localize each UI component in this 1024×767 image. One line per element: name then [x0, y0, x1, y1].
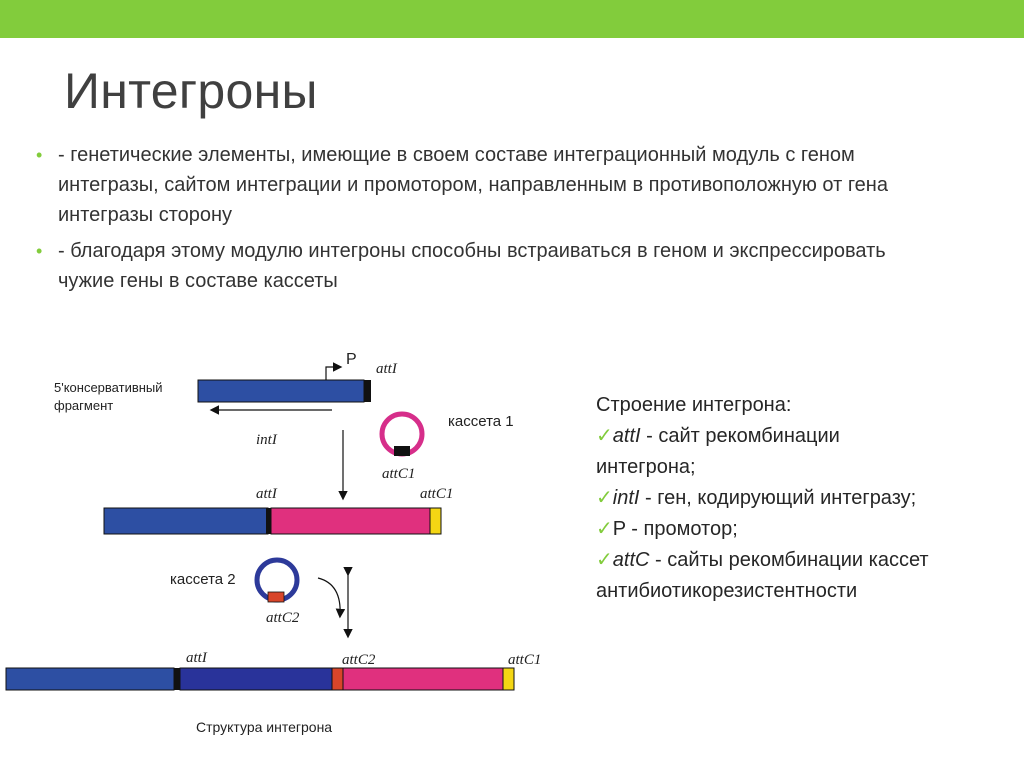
bullet-item: • - генетические элементы, имеющие в сво… [36, 140, 936, 230]
info-heading: Строение интегрона: [596, 394, 792, 416]
label-atti-row3: attI [186, 650, 208, 666]
info-term: intI [612, 487, 640, 509]
bullet-item: • - благодаря этому модулю интегроны спо… [36, 236, 936, 296]
info-item-inti: ✓intI - ген, кодирующий интегразу; [596, 483, 1016, 514]
diagram-caption: Структура интегрона [196, 719, 332, 735]
integron-structure-panel: Строение интегрона: ✓attI - сайт рекомби… [596, 390, 1016, 607]
cassette-2-curve-arrow [317, 577, 346, 619]
label-atti-top: attI [376, 361, 398, 377]
label-cassette-2: кассета 2 [170, 571, 236, 588]
top-accent-bar [0, 0, 1024, 38]
label-attc1-row2: attC1 [420, 486, 453, 502]
check-icon: ✓ [596, 518, 613, 540]
integron-diagram: 5'консервативный фрагмент P attI intI ка… [5, 351, 541, 735]
info-text: - промотор; [625, 518, 738, 540]
label-cassette-1: кассета 1 [448, 413, 514, 430]
info-item-atti-cont: интегрона; [596, 456, 696, 478]
slide-title: Интегроны [64, 63, 318, 119]
row3-blue-segment [5, 667, 175, 691]
info-term: P [612, 518, 626, 540]
bullet-dot: • [36, 145, 43, 165]
bullet-text: - генетические элементы, имеющие в своем… [58, 144, 888, 226]
label-attc1-cassette: attC1 [382, 466, 415, 482]
info-item-attc-cont: антибиотикорезистентности [596, 580, 858, 602]
check-icon: ✓ [596, 549, 613, 571]
label-p: P [346, 351, 357, 368]
cassette-2-attc2-marker [267, 591, 285, 603]
row3-attc2-marker [331, 667, 344, 691]
atti-site-marker [364, 380, 371, 402]
info-term: attI [612, 425, 641, 447]
row3-magenta-cassette [342, 667, 504, 691]
row3-atti-marker [174, 668, 180, 690]
row3-attc1-marker [502, 667, 515, 691]
info-item-p: ✓P - промотор; [596, 514, 1016, 545]
label-5prime-line1: 5'консервативный [54, 380, 163, 395]
row2-attc1-marker [429, 507, 442, 535]
row2-atti-marker [266, 508, 271, 534]
label-attc2-cassette: attC2 [266, 610, 300, 626]
fragment-bar [197, 379, 365, 403]
label-attc2-row3: attC2 [342, 652, 376, 668]
info-term: attC [612, 549, 650, 571]
info-item-atti: ✓attI - сайт рекомбинации [596, 421, 1016, 452]
cassette-1-attc1-marker [394, 446, 410, 456]
check-icon: ✓ [596, 487, 613, 509]
check-icon: ✓ [596, 425, 613, 447]
promoter-arrow [325, 362, 343, 380]
label-5prime-line2: фрагмент [54, 398, 113, 413]
label-inti: intI [256, 432, 278, 448]
row2-magenta-cassette [270, 507, 431, 535]
label-atti-row2: attI [256, 486, 278, 502]
info-text: - ген, кодирующий интегразу; [639, 487, 917, 509]
bullet-dot: • [36, 241, 43, 261]
bullet-list: • - генетические элементы, имеющие в сво… [36, 140, 936, 302]
info-text: - сайт рекомбинации [640, 425, 840, 447]
label-attc1-row3: attC1 [508, 652, 541, 668]
row2-blue-segment [103, 507, 269, 535]
row3-darkblue-cassette [179, 667, 333, 691]
info-item-attc: ✓attC - сайты рекомбинации кассет [596, 545, 1016, 576]
info-text: - сайты рекомбинации кассет [649, 549, 929, 571]
bullet-text: - благодаря этому модулю интегроны спосо… [58, 240, 886, 292]
